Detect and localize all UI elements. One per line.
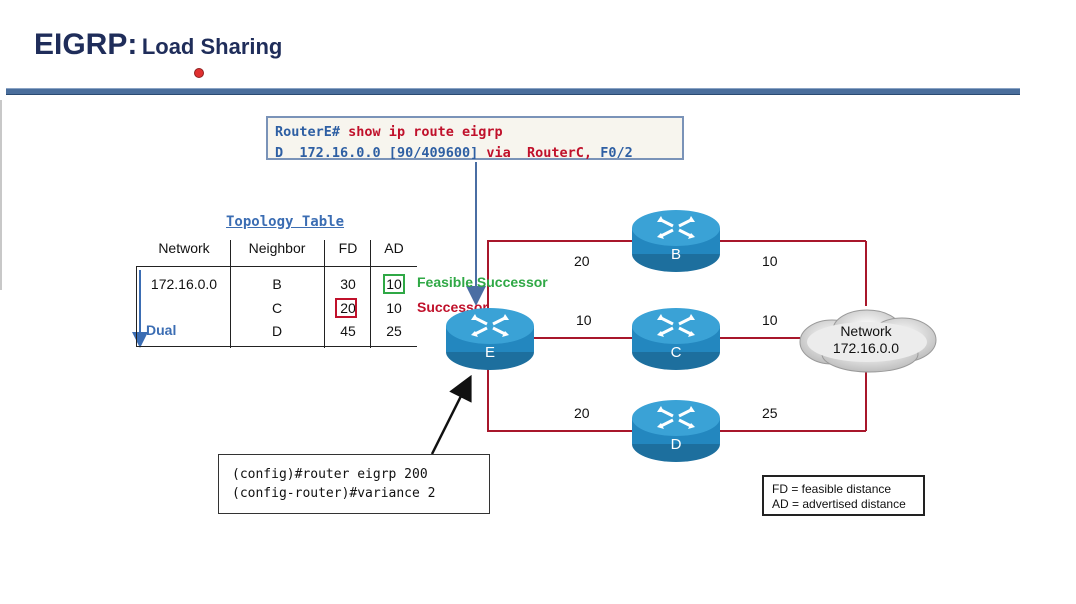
config-pointer-arrow: [430, 374, 472, 455]
router-b-label: B: [670, 246, 681, 263]
dual-label: Dual: [146, 322, 177, 338]
table-cell-neighbor: D: [271, 323, 283, 339]
table-frame: [136, 266, 417, 347]
cli-command: show ip route eigrp: [348, 124, 503, 140]
table-divider: [324, 240, 325, 348]
config-line-2: (config-router)#variance 2: [232, 486, 436, 501]
cost-e-c: 10: [576, 312, 592, 328]
table-divider: [230, 240, 231, 348]
legend-fd: FD = feasible distance: [772, 482, 892, 496]
cost-d-net: 25: [762, 405, 778, 421]
slide-title: EIGRP: Load Sharing: [34, 28, 282, 62]
table-cell-neighbor: B: [272, 276, 282, 292]
table-cell-neighbor: C: [271, 300, 283, 316]
router-d-label: D: [670, 436, 682, 453]
cloud-line-2: 172.16.0.0: [832, 340, 900, 356]
feasible-successor-label: Feasible Successor: [417, 274, 548, 290]
cloud-line-1: Network: [840, 323, 892, 339]
table-cell-fd: 20: [340, 300, 356, 316]
cost-e-d: 20: [574, 405, 590, 421]
table-cell-network: 172.16.0.0: [150, 276, 218, 292]
route-next-hop: RouterC,: [527, 145, 593, 161]
col-header-fd: FD: [338, 240, 358, 256]
router-icon: [632, 308, 720, 370]
title-main: EIGRP:: [34, 28, 138, 61]
col-header-network: Network: [158, 240, 210, 256]
config-line-1: (config)#router eigrp 200: [232, 467, 428, 482]
cost-b-net: 10: [762, 253, 778, 269]
topology-table-title: Topology Table: [226, 214, 345, 230]
router-icon: [632, 210, 720, 272]
route-prefix: 172.16.0.0 [90/409600]: [299, 145, 479, 161]
router-icon: [446, 308, 534, 370]
feasible-successor-highlight: [383, 274, 405, 294]
col-header-ad: AD: [384, 240, 404, 256]
network-cloud-label: Network 172.16.0.0: [800, 323, 932, 357]
table-cell-ad: 10: [386, 276, 402, 292]
router-b: B: [631, 208, 721, 274]
cost-e-b: 20: [574, 253, 590, 269]
cli-prompt: RouterE#: [275, 124, 341, 140]
legend: FD = feasible distance AD = advertised d…: [762, 475, 925, 516]
router-e-label: E: [484, 344, 495, 361]
router-c-label: C: [670, 344, 682, 361]
router-c: C: [631, 306, 721, 372]
router-d: D: [631, 398, 721, 464]
table-cell-ad: 10: [386, 300, 402, 316]
table-divider: [370, 240, 371, 348]
link-e-b: [487, 240, 678, 330]
title-sub: Load Sharing: [141, 34, 283, 59]
successor-highlight: [335, 298, 357, 318]
legend-ad: AD = advertised distance: [772, 497, 906, 511]
route-code: D: [275, 145, 284, 161]
router-e: E: [445, 306, 535, 372]
table-cell-ad: 25: [386, 323, 402, 339]
link-e-d: [487, 360, 678, 432]
route-via: via: [486, 145, 511, 161]
col-header-neighbor: Neighbor: [248, 240, 306, 256]
left-edge-line: [0, 100, 2, 290]
table-cell-fd: 45: [340, 323, 356, 339]
config-commands: (config)#router eigrp 200 (config-router…: [218, 454, 490, 514]
mouse-pointer-icon: [194, 68, 204, 78]
router-icon: [632, 400, 720, 462]
cost-c-net: 10: [762, 312, 778, 328]
table-cell-fd: 30: [340, 276, 356, 292]
show-route-output: RouterE# show ip route eigrp D 172.16.0.…: [266, 116, 684, 161]
route-interface: F0/2: [600, 145, 633, 161]
title-divider: [6, 88, 1020, 95]
network-cloud-icon: [799, 309, 937, 373]
